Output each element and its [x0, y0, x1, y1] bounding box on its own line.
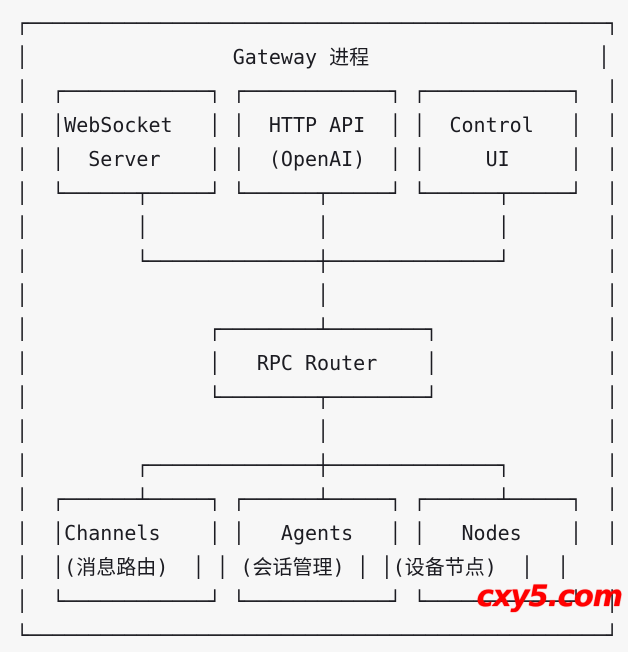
site-watermark: cxy5.com: [476, 579, 623, 613]
ascii-architecture-diagram: ┌───────────────────────────────────────…: [16, 11, 619, 647]
diagram-canvas: ┌───────────────────────────────────────…: [16, 11, 624, 647]
